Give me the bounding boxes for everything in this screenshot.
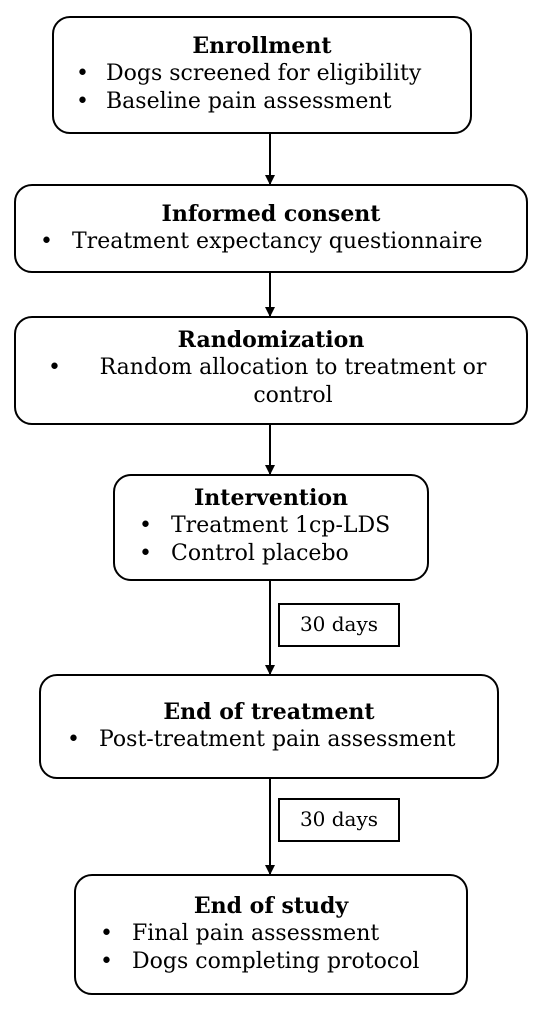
step-title: Randomization bbox=[177, 327, 365, 353]
step-enrollment: Enrollment •Dogs screened for eligibilit… bbox=[52, 16, 472, 134]
list-item: •Treatment 1cp-LDS bbox=[139, 513, 391, 538]
step-title: End of study bbox=[193, 893, 349, 919]
step-randomization: Randomization •Random allocation to trea… bbox=[14, 316, 528, 425]
step-end-of-study: End of study •Final pain assessment •Dog… bbox=[74, 874, 468, 995]
list-item: •Post-treatment pain assessment bbox=[67, 727, 456, 752]
step-intervention: Intervention •Treatment 1cp-LDS •Control… bbox=[113, 474, 429, 581]
duration-label: 30 days bbox=[278, 798, 400, 842]
list-item: •Dogs screened for eligibility bbox=[76, 61, 422, 86]
step-title: Informed consent bbox=[161, 201, 381, 227]
list-item: •Baseline pain assessment bbox=[76, 89, 392, 114]
step-title: Enrollment bbox=[192, 33, 332, 59]
list-item: •Control placebo bbox=[139, 541, 349, 566]
step-end-of-treatment: End of treatment •Post-treatment pain as… bbox=[39, 674, 499, 779]
step-title: Intervention bbox=[194, 485, 348, 511]
list-item: •Treatment expectancy questionnaire bbox=[40, 229, 483, 254]
list-item: •Dogs completing protocol bbox=[100, 949, 420, 974]
list-item: •Final pain assessment bbox=[100, 921, 380, 946]
list-item: •Random allocation to treatment or contr… bbox=[48, 355, 487, 408]
duration-label: 30 days bbox=[278, 603, 400, 647]
step-title: End of treatment bbox=[163, 699, 375, 725]
step-informed-consent: Informed consent •Treatment expectancy q… bbox=[14, 184, 528, 273]
